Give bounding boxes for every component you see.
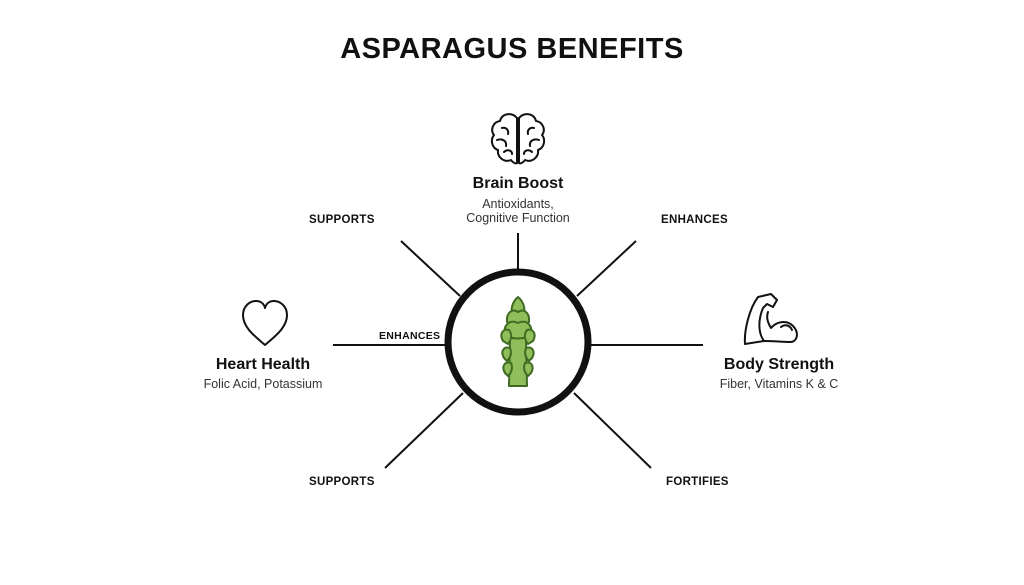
connector-label-left: ENHANCES (379, 330, 441, 342)
brain-boost-desc-line-1: Antioxidants, (482, 197, 554, 211)
connector-top-right (576, 240, 637, 297)
connector-label-bottom-right: FORTIFIES (666, 476, 729, 488)
body-strength-desc: Fiber, Vitamins K & C (719, 377, 839, 391)
heart-icon (242, 300, 288, 346)
connector-top-left (400, 240, 461, 297)
connector-bottom-left (384, 392, 464, 469)
brain-boost-desc-line-2: Cognitive Function (466, 211, 570, 225)
connector-bottom-right (573, 392, 652, 469)
asparagus-icon (500, 296, 536, 387)
connector-label-top-left: SUPPORTS (309, 214, 375, 226)
flexed-arm-icon (743, 293, 798, 345)
body-strength-title: Body Strength (723, 356, 835, 373)
brain-boost-title: Brain Boost (472, 175, 564, 192)
page-title: ASPARAGUS BENEFITS (340, 33, 684, 65)
heart-health-desc: Folic Acid, Potassium (203, 377, 323, 391)
connector-label-bottom-left: SUPPORTS (309, 476, 375, 488)
heart-health-title: Heart Health (215, 356, 311, 373)
brain-icon (490, 113, 546, 165)
connector-label-top-right: ENHANCES (661, 214, 728, 226)
